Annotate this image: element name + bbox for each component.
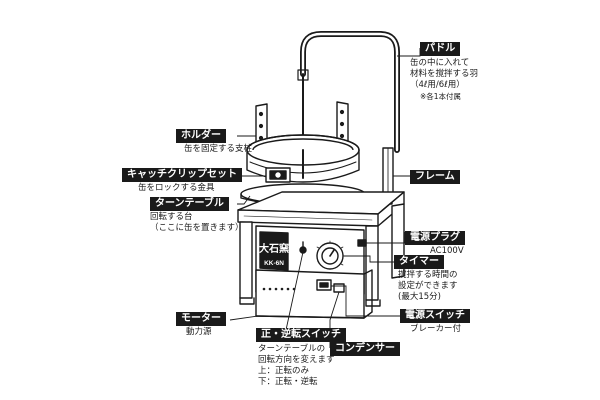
catch-clip-label: キャッチクリップセット [122, 168, 242, 182]
power-plug-label: 電源プラグ [405, 231, 465, 245]
timer-label: タイマー [394, 255, 444, 269]
brand-text: 大石窯 [259, 242, 289, 255]
power-plug-description: AC100V [430, 246, 464, 256]
direction-switch-description: ターンテーブルの 回転方向を変えます 上：正転のみ 下：正転・逆転 [258, 344, 335, 387]
turntable-label: ターンテーブル [150, 197, 229, 211]
holder-label: ホルダー [176, 129, 226, 143]
paddle-label: パドル [420, 42, 461, 56]
timer-dial [316, 240, 346, 270]
motor-label: モーター [176, 312, 226, 326]
power-switch-description: ブレーカー付 [410, 324, 462, 334]
direction-switch-label: 正・逆転スイッチ [256, 328, 346, 342]
frame-label: フレーム [410, 170, 460, 184]
catch-clip-description: 缶をロックする金具 [138, 183, 215, 193]
power-switch-label: 電源スイッチ [400, 309, 470, 323]
paddle-arm [297, 31, 400, 176]
can-ring [246, 134, 360, 183]
paddle-description: 缶の中に入れて 材料を撹拌する羽 （4ℓ用/6ℓ用） ※各1本付属 [410, 58, 479, 101]
motor-description: 動力源 [186, 327, 212, 337]
brand-plate [259, 231, 289, 271]
timer-description: 撹拌する時間の 設定ができます (最大15分) [398, 270, 458, 302]
holder-description: 缶を固定する支柱 [184, 144, 253, 154]
model-text: KK-6N [264, 260, 284, 267]
catch-clip [265, 167, 291, 183]
condenser-label: コンデンサー [330, 342, 400, 356]
power-plug [357, 239, 367, 247]
turntable-description: 回転する台 （ここに缶を置きます） [150, 212, 244, 233]
